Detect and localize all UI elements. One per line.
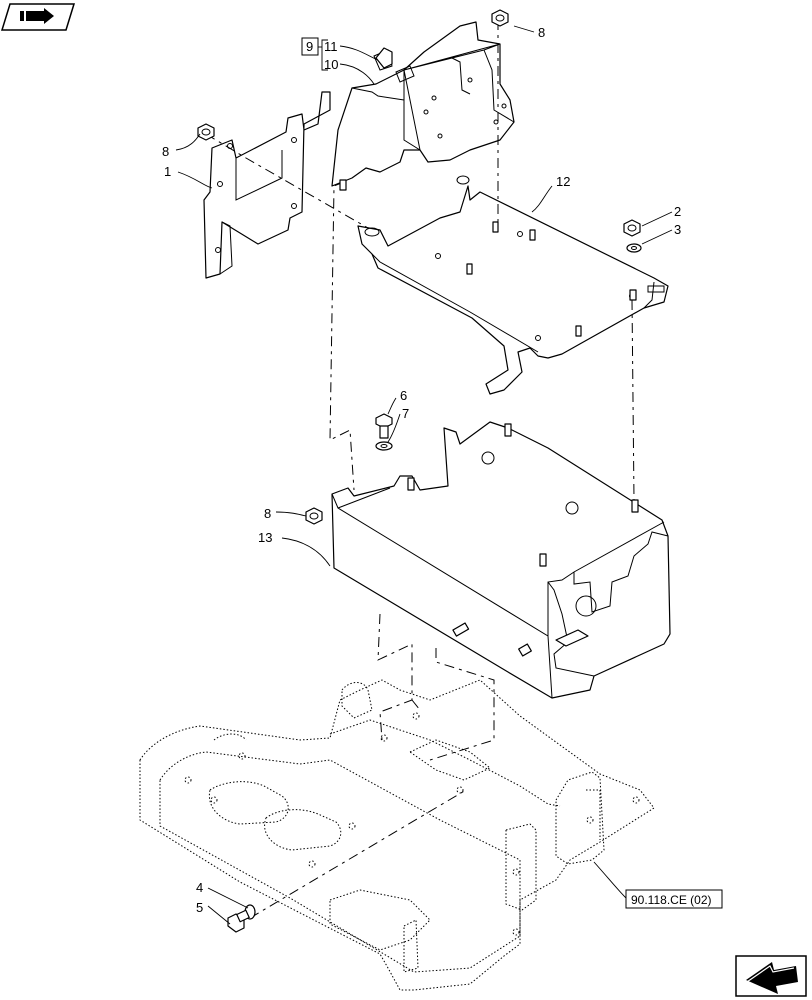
bolt-5: [227, 909, 250, 933]
stud: [629, 289, 637, 301]
callout-group-9: [301, 37, 328, 71]
leader-lines: [175, 25, 673, 925]
next-page-arrow-icon[interactable]: [735, 955, 807, 997]
chassis-frame: [139, 679, 655, 991]
washer-7: [375, 441, 393, 451]
stud: [339, 179, 347, 191]
callout-1: 1: [164, 164, 171, 179]
callout-11: 11: [324, 39, 338, 54]
washer-3: [626, 243, 642, 253]
callout-4: 4: [196, 880, 203, 895]
left-bracket: [203, 91, 331, 279]
assembly-lines: [205, 20, 635, 919]
callout-3: 3: [674, 222, 681, 237]
forward-book-icon[interactable]: [0, 3, 76, 31]
nut-lower: [305, 507, 323, 525]
callout-12: 12: [556, 174, 570, 189]
reference-link[interactable]: 90.118.CE (02): [625, 889, 723, 909]
battery-box: [331, 421, 671, 699]
callout-5: 5: [196, 900, 203, 915]
callout-10: 10: [324, 57, 338, 72]
callout-13: 13: [258, 530, 272, 545]
upper-bracket: [331, 21, 515, 187]
callout-2: 2: [674, 204, 681, 219]
callout-8-left: 8: [162, 144, 169, 159]
nut-2: [623, 219, 641, 237]
reference-label: 90.118.CE (02): [631, 893, 712, 907]
callout-9: 9: [306, 39, 313, 54]
nut-left: [197, 123, 215, 141]
callout-8-lower: 8: [264, 506, 271, 521]
nut-top: [491, 9, 509, 27]
mounting-plate: [357, 175, 669, 395]
hardware: [197, 9, 642, 933]
callout-6: 6: [400, 388, 407, 403]
bolt-6: [375, 413, 393, 439]
clip-11: [375, 47, 393, 69]
callout-7: 7: [402, 406, 409, 421]
callout-8-top: 8: [538, 25, 545, 40]
